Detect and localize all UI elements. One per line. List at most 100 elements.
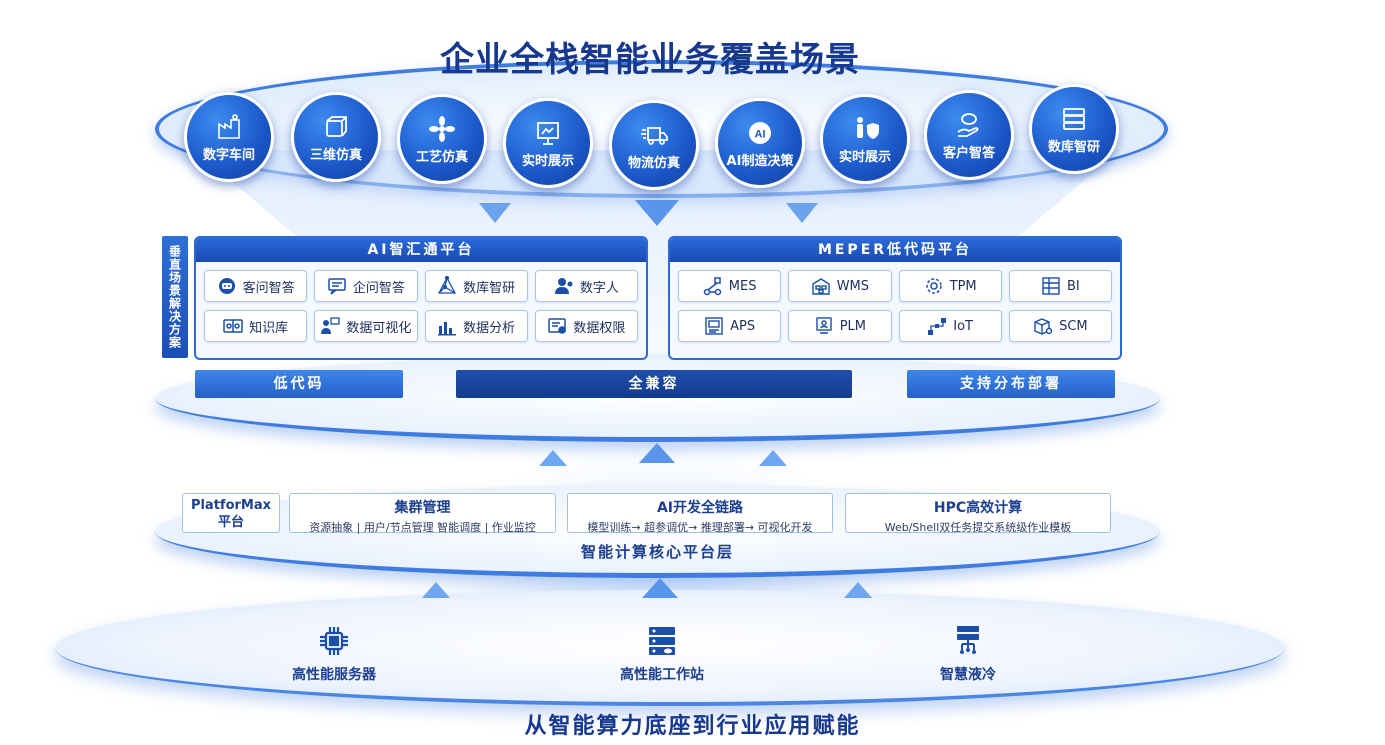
box-subtitle: 模型训练→ 超参调优→ 推理部署→ 可视化开发 xyxy=(587,521,813,534)
meper-platform-item[interactable]: APS xyxy=(678,310,782,342)
scenario-label: 数库智研 xyxy=(1047,139,1100,155)
item-label: WMS xyxy=(836,278,870,294)
item-label: TPM xyxy=(949,278,977,294)
scenario-label: AI制造决策 xyxy=(726,153,794,169)
cluster-management-box: 集群管理 资源抽象 | 用户/节点管理 智能调度 | 作业监控 xyxy=(289,493,556,534)
base-label: 智慧液冷 xyxy=(940,667,996,683)
server-rack-icon xyxy=(649,627,675,655)
vertical-solutions-label: 垂直场景解决方案 xyxy=(162,236,188,358)
platformax-suffix: 平台 xyxy=(217,515,244,530)
meper-platform-item[interactable]: PLM xyxy=(788,310,892,342)
scenario-label: 三维仿真 xyxy=(309,147,362,163)
scenario-circle[interactable]: 工艺仿真 xyxy=(397,94,487,184)
flow-icon xyxy=(703,277,722,296)
scenario-label: 客户智答 xyxy=(942,145,995,161)
person-shield-icon xyxy=(857,116,879,139)
base-label: 高性能工作站 xyxy=(620,667,704,683)
arrow-up-icon xyxy=(539,450,567,466)
meper-platform-item[interactable]: BI xyxy=(1008,270,1112,302)
base-label: 高性能服务器 xyxy=(292,667,376,683)
meper-platform-panel: MEPER低代码平台 MES WMS TPM BI APS PLM IoT xyxy=(668,236,1122,360)
scenario-circle[interactable]: 数库智研 xyxy=(1029,84,1119,174)
item-label: SCM xyxy=(1059,318,1088,334)
arrow-down-icon xyxy=(635,200,679,226)
ai-platform-title: AI智汇通平台 xyxy=(196,238,646,262)
ai-platform-item[interactable]: 知识库 xyxy=(204,310,308,342)
base-item-workstation: 高性能工作站 xyxy=(582,624,742,684)
box-title: 集群管理 xyxy=(394,500,451,516)
core-layer-label: 智能计算核心平台层 xyxy=(580,543,734,561)
box-subtitle: 资源抽象 | 用户/节点管理 智能调度 | 作业监控 xyxy=(309,521,536,534)
ai-platform-item[interactable]: 企问智答 xyxy=(314,270,418,302)
item-label: 数据权限 xyxy=(573,320,626,336)
platformax-box: PlatforMax 平台 xyxy=(182,493,280,533)
meper-platform-item[interactable]: MES xyxy=(678,270,782,302)
meper-platform-item[interactable]: WMS xyxy=(788,270,892,302)
box-title: AI开发全链路 xyxy=(656,500,744,516)
platformax-name: PlatforMax xyxy=(190,498,272,513)
factory-icon xyxy=(218,113,240,139)
ai-dev-chain-box: AI开发全链路 模型训练→ 超参调优→ 推理部署→ 可视化开发 xyxy=(567,493,833,534)
item-label: 数据分析 xyxy=(463,320,516,336)
base-item-cooling: 智慧液冷 xyxy=(888,624,1048,684)
arrow-up-icon xyxy=(844,582,872,598)
ai-platform-item[interactable]: 数字人 xyxy=(534,270,638,302)
arrow-down-icon xyxy=(479,203,511,223)
ai-platform-item[interactable]: 客问智答 xyxy=(204,270,308,302)
box-gear-icon xyxy=(1034,318,1053,335)
box-title: HPC高效计算 xyxy=(933,500,1023,516)
box-subtitle: Web/Shell双任务提交系统级作业模板 xyxy=(884,521,1072,534)
chip-icon xyxy=(320,627,348,655)
scenario-circle[interactable]: 实时展示 xyxy=(503,98,593,188)
item-label: MES xyxy=(728,278,757,294)
footer-slogan: 从智能算力底座到行业应用赋能 xyxy=(524,714,861,739)
network-icon xyxy=(438,276,457,294)
scenario-circle[interactable]: 数字车间 xyxy=(184,92,274,182)
hpc-compute-box: HPC高效计算 Web/Shell双任务提交系统级作业模板 xyxy=(845,493,1111,534)
arrow-up-icon xyxy=(422,582,450,598)
scenario-label: 物流仿真 xyxy=(627,155,680,171)
scenario-circle[interactable]: 三维仿真 xyxy=(291,92,381,182)
monitor-icon xyxy=(816,317,832,334)
meper-platform-item[interactable]: SCM xyxy=(1008,310,1112,342)
ai-platform-item[interactable]: 数库智研 xyxy=(424,270,528,302)
database-icon xyxy=(1063,107,1085,130)
scenario-label: 工艺仿真 xyxy=(415,149,468,165)
svg-text:AI: AI xyxy=(755,128,766,140)
gear-icon xyxy=(925,278,942,294)
scenario-circle[interactable]: 物流仿真 xyxy=(609,100,699,190)
item-label: 数据可视化 xyxy=(346,320,412,336)
meper-platform-item[interactable]: TPM xyxy=(898,270,1002,302)
book-icon xyxy=(223,319,243,333)
truck-icon xyxy=(641,126,668,145)
fan-icon xyxy=(429,115,455,142)
ai-platform-item[interactable]: 数据可视化 xyxy=(314,310,418,342)
item-label: 企问智答 xyxy=(352,280,405,296)
plan-icon xyxy=(705,317,723,335)
robot-icon xyxy=(218,278,235,294)
ai-platform-item[interactable]: 数据分析 xyxy=(424,310,528,342)
ai-platform-panel: AI智汇通平台 客问智答 企问智答 数库智研 数字人 知识库 数据可视化 数据分… xyxy=(194,236,648,360)
iot-icon xyxy=(928,318,947,335)
scenario-circle[interactable]: AI AI制造决策 xyxy=(715,98,805,188)
platform-ring xyxy=(155,355,1160,442)
scenario-circle[interactable]: 实时展示 xyxy=(820,94,910,184)
compatible-bar: 全兼容 xyxy=(456,370,852,398)
base-item-server: 高性能服务器 xyxy=(254,624,414,684)
low-code-bar: 低代码 xyxy=(195,370,403,398)
bar-chart-icon xyxy=(438,322,457,336)
hand-chat-icon xyxy=(957,112,979,137)
user-screen-icon xyxy=(321,317,341,334)
item-label: 客问智答 xyxy=(242,280,295,296)
arrow-up-icon xyxy=(639,443,675,463)
scenario-circle[interactable]: 客户智答 xyxy=(924,90,1014,180)
scenario-label: 实时展示 xyxy=(521,153,574,169)
arrow-down-icon xyxy=(786,203,818,223)
item-label: 知识库 xyxy=(249,320,289,336)
ai-platform-item[interactable]: 数据权限 xyxy=(534,310,638,342)
item-label: PLM xyxy=(839,318,867,334)
item-label: BI xyxy=(1066,278,1080,294)
meper-platform-item[interactable]: IoT xyxy=(898,310,1002,342)
scenario-label: 实时展示 xyxy=(838,149,891,165)
arrow-up-icon xyxy=(642,578,678,598)
